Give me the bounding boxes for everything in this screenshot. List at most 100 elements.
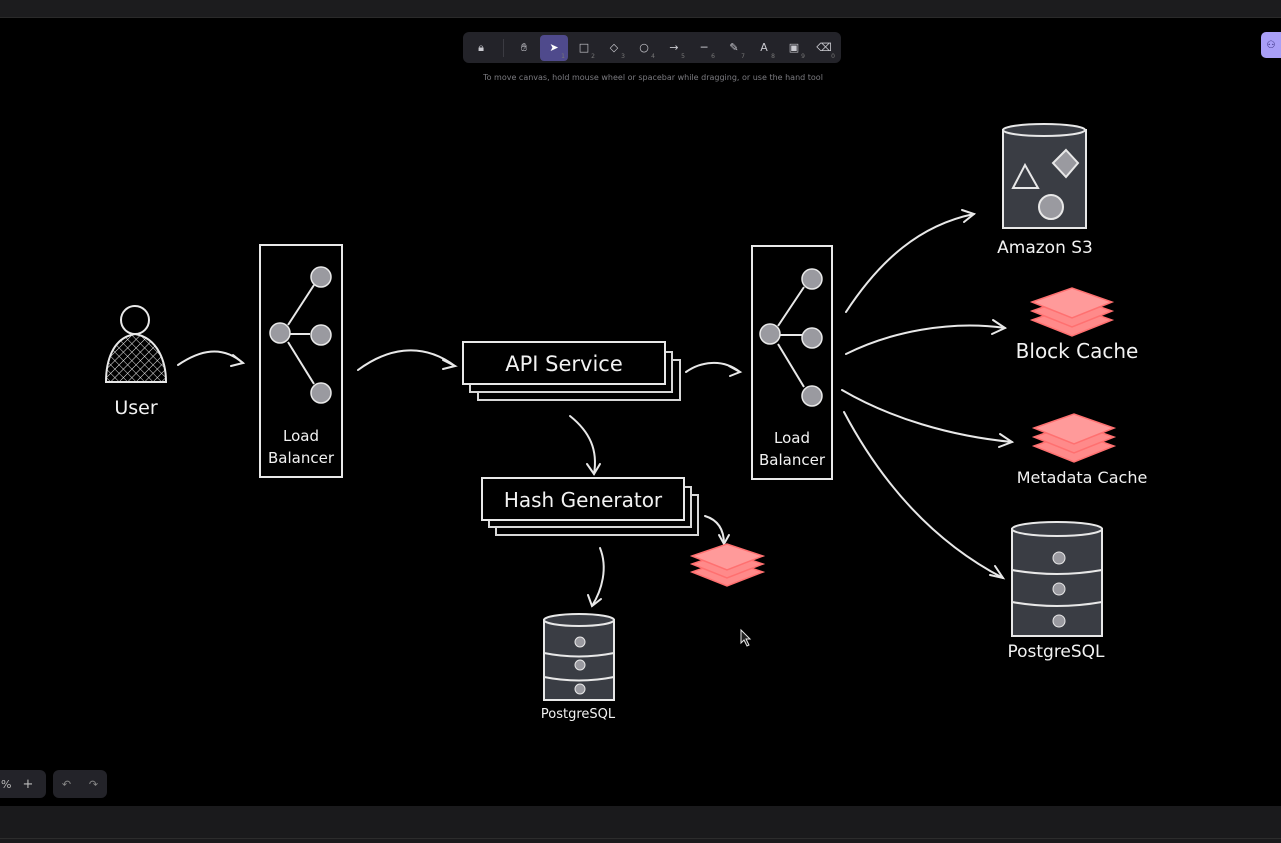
diamond-tool[interactable]: ◇3 [600,35,628,61]
arrowhead [998,433,1015,448]
user-head [120,305,150,335]
cache-layer [1029,287,1115,319]
api-box [462,341,666,385]
lb2-network-icon [777,286,805,388]
shortcut-number: 4 [651,52,655,60]
pencil-icon: ✎ [729,41,739,54]
rectangle-icon: □ [578,41,590,54]
shortcut-number: 9 [801,52,805,60]
arrow-tool[interactable]: →5 [660,35,688,61]
db-large-top [1011,521,1103,537]
arrowhead [587,594,602,608]
db-small-label: PostgreSQL [541,707,616,722]
s3-label: Amazon S3 [997,238,1093,258]
toolbar-divider [503,38,504,57]
arrowhead [586,463,601,476]
diamond-icon: ◇ [609,41,619,54]
shortcut-number: 0 [831,52,835,60]
lb2-nodes [759,268,823,407]
arrow-hash-to-db [591,547,605,607]
hand-tool[interactable]: ✋︎ [510,35,538,61]
db-small-dot [574,636,586,648]
zoom-controls: % + [0,770,46,798]
arrow-lb2-to-postgres [843,411,1004,579]
arrow-user-to-lb [177,350,244,366]
arrow-api-to-hash [569,415,596,475]
line-tool[interactable]: ─6 [690,35,718,61]
shortcut-number: 7 [741,52,745,60]
api-label: API Service [505,352,623,376]
ellipse-icon: ○ [639,41,649,54]
line-icon: ─ [700,41,708,54]
amazon-s3-node[interactable]: Amazon S3 [997,123,1093,258]
arrowhead [718,534,730,547]
postgres-db-small[interactable]: PostgreSQL [541,613,616,722]
hash-generator-node[interactable]: Hash Generator [481,477,699,536]
load-balancer-2[interactable]: Load Balancer [751,245,833,480]
lb1-network-icon [287,284,315,385]
arrow-lb2-to-metadata-cache [841,389,1013,443]
metadata-cache-label: Metadata Cache [1017,468,1148,487]
zoom-percent[interactable]: % [1,777,12,791]
collaborators-button[interactable]: ⚇ [1261,32,1281,58]
image-icon: ▣ [788,41,800,54]
eraser-tool[interactable]: ⌫0 [810,35,838,61]
shortcut-number: 6 [711,52,715,60]
arrow-lb2-to-s3 [845,213,975,313]
hand-icon: ✋︎ [520,40,528,54]
ellipse-tool[interactable]: ○4 [630,35,658,61]
arrowhead [991,319,1008,335]
undo-button[interactable]: ↶ [61,777,72,791]
arrow-icon: → [669,41,679,54]
triangle-icon [1011,162,1040,189]
arrowhead [989,565,1006,580]
block-cache-node[interactable]: Block Cache [1016,287,1139,363]
hash-cache-icon[interactable] [689,543,766,587]
user-label: User [114,397,157,419]
history-controls: ↶ ↷ [53,770,107,798]
pointer-icon: ➤ [549,41,559,54]
load-balancer-1[interactable]: Load Balancer [259,244,343,478]
rectangle-tool[interactable]: □2 [570,35,598,61]
db-large-dot [1052,551,1066,565]
shortcut-number: 3 [621,52,625,60]
metadata-cache-node[interactable]: Metadata Cache [1017,413,1148,487]
shortcut-number: 1 [561,52,565,60]
selection-tool[interactable]: ➤1 [540,34,568,61]
user-node[interactable]: User [104,305,168,419]
lock-tool[interactable]: 🔒︎ [467,35,495,61]
postgres-db-large[interactable]: PostgreSQL [1007,521,1105,662]
arrow-hash-to-cache [704,515,725,545]
lb2-label-line1: Load [774,429,810,447]
mouse-cursor-icon [740,628,752,647]
db-large-label: PostgreSQL [1007,642,1105,662]
shortcut-number: 8 [771,52,775,60]
arrowhead [230,354,246,367]
arrowhead [442,359,458,370]
cache-layer [689,543,766,571]
arrow-lb-to-api [357,349,456,371]
redo-button[interactable]: ↷ [88,777,99,791]
window-bottom-bar [0,806,1281,843]
canvas-hint: To move canvas, hold mouse wheel or spac… [483,73,823,82]
window-top-bar [0,0,1281,18]
connectors [177,209,1015,608]
lb1-nodes [269,266,332,404]
lb2-box [751,245,833,480]
user-body-crosshatch [106,334,166,382]
image-tool[interactable]: ▣9 [780,35,808,61]
lock-icon: 🔒︎ [478,40,484,54]
zoom-in-button[interactable]: + [22,776,34,792]
api-service-node[interactable]: API Service [462,341,681,401]
lb1-label-line2: Balancer [268,449,335,467]
arrow-lb2-to-block-cache [845,324,1006,355]
shortcut-number: 2 [591,52,595,60]
db-small-dot [574,659,586,671]
draw-tool[interactable]: ✎7 [720,35,748,61]
arrowhead [961,209,977,223]
eraser-icon: ⌫ [816,41,832,54]
cache-layer [1031,413,1117,445]
divider [0,838,1281,839]
